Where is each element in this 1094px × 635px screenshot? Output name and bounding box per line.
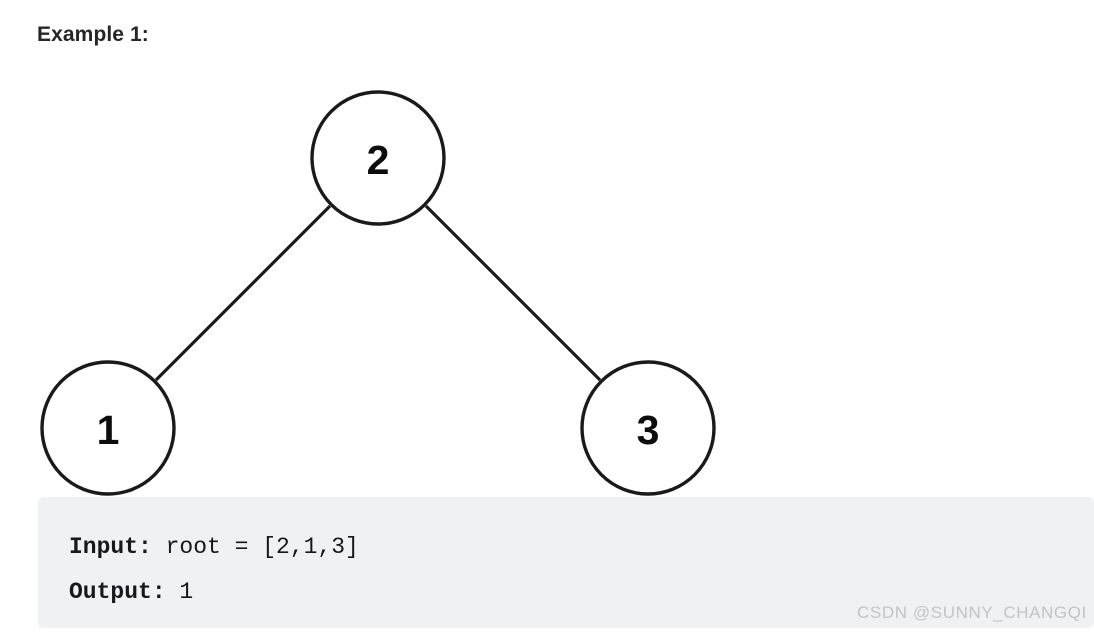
output-label: Output: — [69, 579, 166, 605]
code-line-output: Output: 1 — [69, 570, 1094, 615]
code-line-input: Input: root = [2,1,3] — [69, 525, 1094, 570]
tree-node-right-circle — [580, 360, 716, 496]
input-label: Input: — [69, 534, 152, 560]
tree-node-left-circle — [40, 360, 176, 496]
page-title: Example 1: — [37, 23, 149, 46]
watermark: CSDN @SUNNY_CHANGQI — [857, 603, 1087, 622]
tree-node-root-label: 2 — [367, 137, 390, 183]
output-value: 1 — [165, 579, 194, 605]
tree-edge-root-left — [154, 204, 332, 382]
example-code-block: Input: root = [2,1,3] Output: 1 — [38, 497, 1094, 628]
tree-node-root-circle — [310, 90, 446, 226]
tree-node-right-label: 3 — [637, 407, 660, 453]
tree-node-left-label: 1 — [97, 407, 120, 453]
tree-edge-root-right — [424, 204, 602, 382]
input-value: root = [2,1,3] — [151, 534, 359, 560]
